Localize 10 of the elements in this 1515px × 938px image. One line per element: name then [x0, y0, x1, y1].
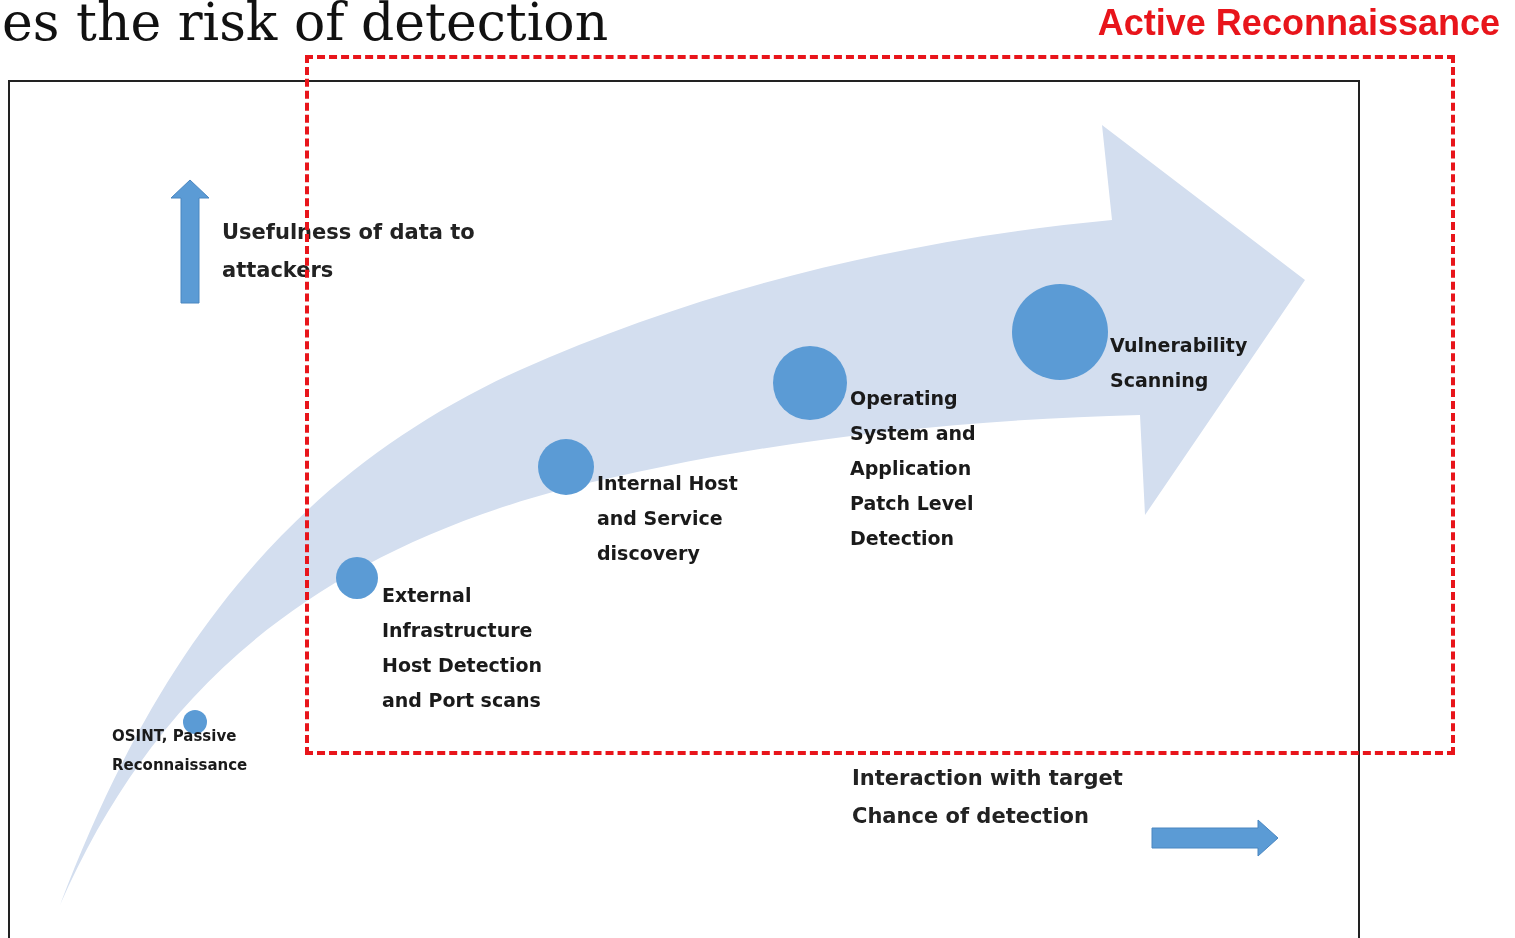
axis-label: Chance of detection: [852, 804, 1089, 828]
axis-label: Interaction with target: [852, 766, 1123, 790]
stage-label: OSINT, Passive Reconnaissance: [112, 726, 249, 776]
heading-text: es the risk of detection: [2, 0, 609, 52]
stage-label: External Infrastructure Host Detection and Port scans: [382, 583, 544, 713]
stage-label: Vulnerability Scanning: [1110, 333, 1249, 393]
region-heading: Active Reconnaissance: [1097, 2, 1500, 44]
stage-label: Operating System and Application Patch Level Detection: [850, 386, 977, 551]
stage-label: Internal Host and Service discovery: [597, 471, 739, 566]
axis-label: Usefulness of data to attackers: [222, 219, 476, 284]
